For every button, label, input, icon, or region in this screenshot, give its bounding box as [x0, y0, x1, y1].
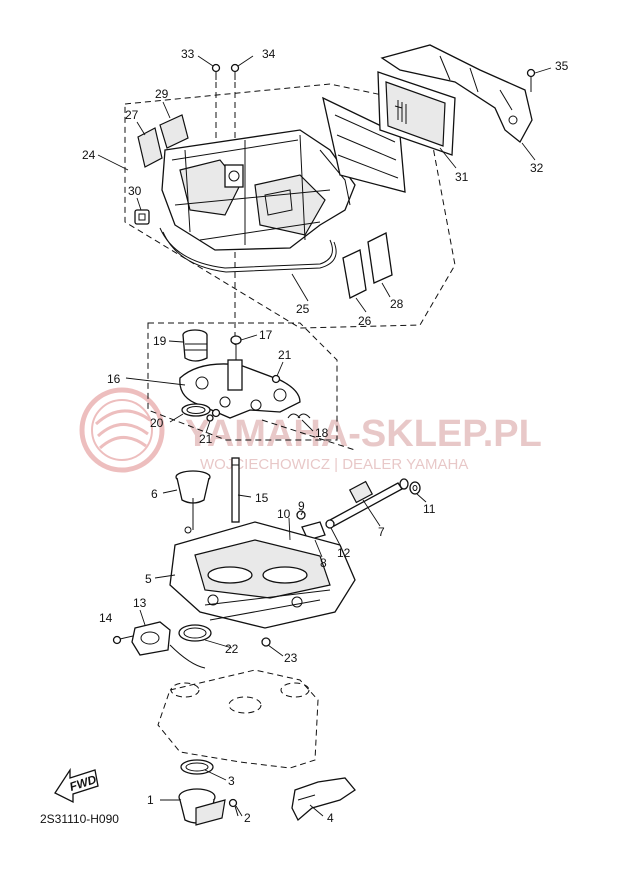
joint-19 [182, 329, 208, 362]
watermark-logo [79, 387, 165, 473]
bracket-32 [380, 44, 533, 143]
watermark: YAMAHA-SKLEP.PL WOJCIECHOWICZ | DEALER Y… [79, 387, 542, 473]
clip-21-lower [206, 414, 214, 422]
callout-20: 20 [150, 416, 164, 430]
watermark-subtitle: WOJCIECHOWICZ | DEALER YAMAHA [200, 456, 468, 473]
air-filter-element [377, 71, 456, 156]
pad-26 [342, 249, 367, 299]
callout-16: 16 [107, 372, 121, 386]
bolt-12 [325, 519, 335, 529]
callout-29: 29 [155, 87, 169, 101]
callout-35: 35 [555, 59, 569, 73]
callout-30: 30 [128, 184, 142, 198]
callout-9: 9 [298, 499, 305, 513]
fwd-arrow-icon: FWD [54, 767, 99, 804]
pipe-15 [231, 457, 240, 523]
callout-3: 3 [228, 774, 235, 788]
gasket-22 [178, 624, 212, 642]
callout-34: 34 [262, 47, 276, 61]
callout-28: 28 [390, 297, 404, 311]
screw-2 [228, 798, 239, 817]
leader-lines [97, 55, 552, 817]
callout-17: 17 [259, 328, 273, 342]
clamp-3 [180, 759, 214, 775]
callout-14: 14 [99, 611, 113, 625]
callout-8: 8 [320, 556, 327, 570]
callout-6: 6 [151, 487, 158, 501]
callout-25: 25 [296, 302, 310, 316]
callout-32: 32 [530, 161, 544, 175]
throttle-body-outline [157, 669, 319, 769]
callout-4: 4 [327, 811, 334, 825]
seal-25 [159, 227, 337, 273]
air-box-lower-case [169, 521, 356, 629]
joint-1 [178, 788, 226, 826]
joint-20 [181, 403, 221, 418]
callout-31: 31 [455, 170, 469, 184]
shaft-7 [329, 478, 409, 527]
callout-1: 1 [147, 793, 154, 807]
callout-23: 23 [284, 651, 298, 665]
pad-28 [367, 232, 393, 284]
callout-13: 13 [133, 596, 147, 610]
callout-12: 12 [337, 546, 351, 560]
diagram-code: 2S31110-H090 [40, 812, 119, 826]
screw-35 [526, 68, 536, 92]
cover-4 [291, 777, 356, 822]
washer-11 [409, 481, 421, 495]
callout-26: 26 [358, 314, 372, 328]
fitting-17 [230, 335, 242, 360]
joint-plate-16 [179, 359, 301, 419]
screw-14 [112, 635, 134, 645]
callout-24: 24 [82, 148, 96, 162]
callout-22: 22 [225, 642, 239, 656]
element-cover-31 [322, 96, 406, 193]
sensor-13 [131, 621, 206, 669]
callout-33: 33 [181, 47, 195, 61]
dashed-link-16 [261, 419, 356, 451]
callout-labels: 1 2 3 4 5 6 7 8 9 10 11 12 13 14 15 16 1… [82, 47, 569, 825]
watermark-title: YAMAHA-SKLEP.PL [185, 413, 542, 455]
cap-6 [175, 470, 211, 530]
callout-5: 5 [145, 572, 152, 586]
callout-2: 2 [244, 811, 251, 825]
callout-21-upper: 21 [278, 348, 292, 362]
air-box-upper-case [161, 129, 356, 251]
pad-29 [159, 114, 189, 149]
callout-19: 19 [153, 334, 167, 348]
callout-27: 27 [125, 108, 139, 122]
clip-21-upper [271, 374, 281, 384]
callout-15: 15 [255, 491, 269, 505]
callout-10: 10 [277, 507, 291, 521]
callout-11: 11 [423, 502, 436, 516]
grommet-23 [261, 637, 271, 647]
callout-21-lower: 21 [199, 432, 213, 446]
clip-30 [134, 209, 150, 225]
group-outline-16 [147, 322, 338, 441]
group-outline-24 [124, 83, 456, 329]
callout-18: 18 [315, 426, 329, 440]
callout-7: 7 [378, 525, 385, 539]
pad-27 [137, 127, 163, 168]
clamp-18 [287, 413, 311, 419]
